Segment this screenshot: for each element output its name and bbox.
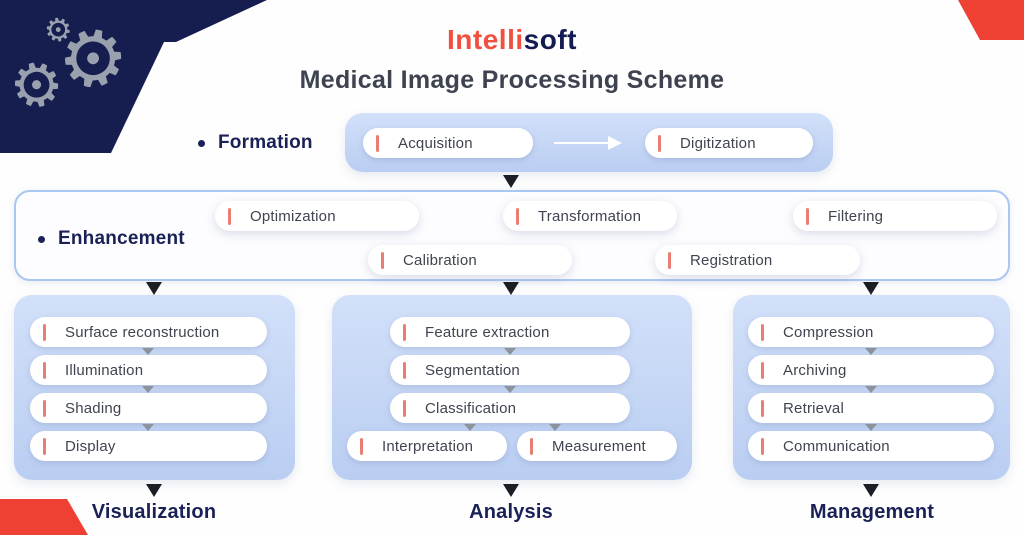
pill-label: Filtering (828, 207, 884, 225)
pill-accent-bar (376, 134, 379, 152)
pill-registration: Registration (655, 245, 860, 275)
pill-accent-bar (658, 134, 661, 152)
pill-accent-bar (43, 399, 46, 417)
pill-feature-extraction: Feature extraction (390, 317, 630, 347)
enhancement-label-text: Enhancement (58, 228, 185, 249)
pill-label: Communication (783, 437, 890, 455)
formation-label: Formation (198, 132, 313, 154)
logo-part-red: Intelli (447, 24, 524, 55)
pill-accent-bar (530, 437, 533, 455)
down-arrow-icon (503, 484, 519, 497)
pill-label: Acquisition (398, 134, 473, 152)
pill-label: Interpretation (382, 437, 474, 455)
pill-accent-bar (360, 437, 363, 455)
pill-archiving: Archiving (748, 355, 994, 385)
pill-optimization: Optimization (215, 201, 419, 231)
small-down-arrow-icon (549, 424, 561, 431)
pill-accent-bar (516, 207, 519, 225)
small-down-arrow-icon (464, 424, 476, 431)
pill-label: Archiving (783, 361, 847, 379)
pill-label: Compression (783, 323, 874, 341)
pill-accent-bar (43, 323, 46, 341)
pill-label: Classification (425, 399, 517, 417)
pill-accent-bar (761, 323, 764, 341)
small-down-arrow-icon (142, 386, 154, 393)
pill-label: Transformation (538, 207, 642, 225)
bullet-dot (38, 235, 45, 243)
pill-communication: Communication (748, 431, 994, 461)
pill-accent-bar (761, 361, 764, 379)
page-title: Medical Image Processing Scheme (299, 66, 725, 94)
small-down-arrow-icon (504, 386, 516, 393)
small-down-arrow-icon (142, 348, 154, 355)
down-arrow-icon (146, 282, 162, 295)
pill-label: Digitization (680, 134, 756, 152)
formation-label-text: Formation (218, 132, 313, 153)
small-down-arrow-icon (504, 348, 516, 355)
small-down-arrow-icon (865, 424, 877, 431)
pill-label: Calibration (403, 251, 477, 269)
pill-label: Segmentation (425, 361, 520, 379)
pill-label: Shading (65, 399, 122, 417)
pill-interpretation: Interpretation (347, 431, 507, 461)
small-down-arrow-icon (142, 424, 154, 431)
pill-acquisition: Acquisition (363, 128, 533, 158)
pill-transformation: Transformation (503, 201, 677, 231)
enhancement-label: Enhancement (38, 228, 185, 250)
pill-compression: Compression (748, 317, 994, 347)
pill-accent-bar (761, 399, 764, 417)
right-arrow-icon (554, 136, 622, 150)
pill-segmentation: Segmentation (390, 355, 630, 385)
pill-surface-reconstruction: Surface reconstruction (30, 317, 267, 347)
bullet-dot (198, 139, 205, 147)
analysis-column-label: Analysis (469, 501, 553, 523)
pill-illumination: Illumination (30, 355, 267, 385)
pill-digitization: Digitization (645, 128, 813, 158)
pill-label: Measurement (552, 437, 646, 455)
pill-label: Registration (690, 251, 773, 269)
down-arrow-icon (146, 484, 162, 497)
pill-filtering: Filtering (793, 201, 997, 231)
pill-label: Optimization (250, 207, 336, 225)
pill-accent-bar (806, 207, 809, 225)
small-down-arrow-icon (865, 386, 877, 393)
down-arrow-icon (863, 484, 879, 497)
pill-label: Feature extraction (425, 323, 550, 341)
visualization-column-label: Visualization (91, 501, 217, 523)
pill-accent-bar (403, 361, 406, 379)
pill-measurement: Measurement (517, 431, 677, 461)
pill-accent-bar (668, 251, 671, 269)
down-arrow-icon (503, 282, 519, 295)
pill-display: Display (30, 431, 267, 461)
pill-accent-bar (43, 437, 46, 455)
logo-part-navy: soft (523, 24, 577, 55)
pill-accent-bar (43, 361, 46, 379)
pill-shading: Shading (30, 393, 267, 423)
pill-label: Surface reconstruction (65, 323, 220, 341)
pill-accent-bar (403, 399, 406, 417)
pill-retrieval: Retrieval (748, 393, 994, 423)
pill-label: Retrieval (783, 399, 844, 417)
down-arrow-icon (503, 175, 519, 188)
pill-classification: Classification (390, 393, 630, 423)
pill-accent-bar (761, 437, 764, 455)
pill-accent-bar (228, 207, 231, 225)
pill-label: Display (65, 437, 116, 455)
management-column-label: Management (809, 501, 935, 523)
pill-accent-bar (403, 323, 406, 341)
intellisoft-logo: Intellisoft (0, 24, 1024, 56)
pill-accent-bar (381, 251, 384, 269)
small-down-arrow-icon (865, 348, 877, 355)
pill-label: Illumination (65, 361, 144, 379)
down-arrow-icon (863, 282, 879, 295)
pill-calibration: Calibration (368, 245, 572, 275)
